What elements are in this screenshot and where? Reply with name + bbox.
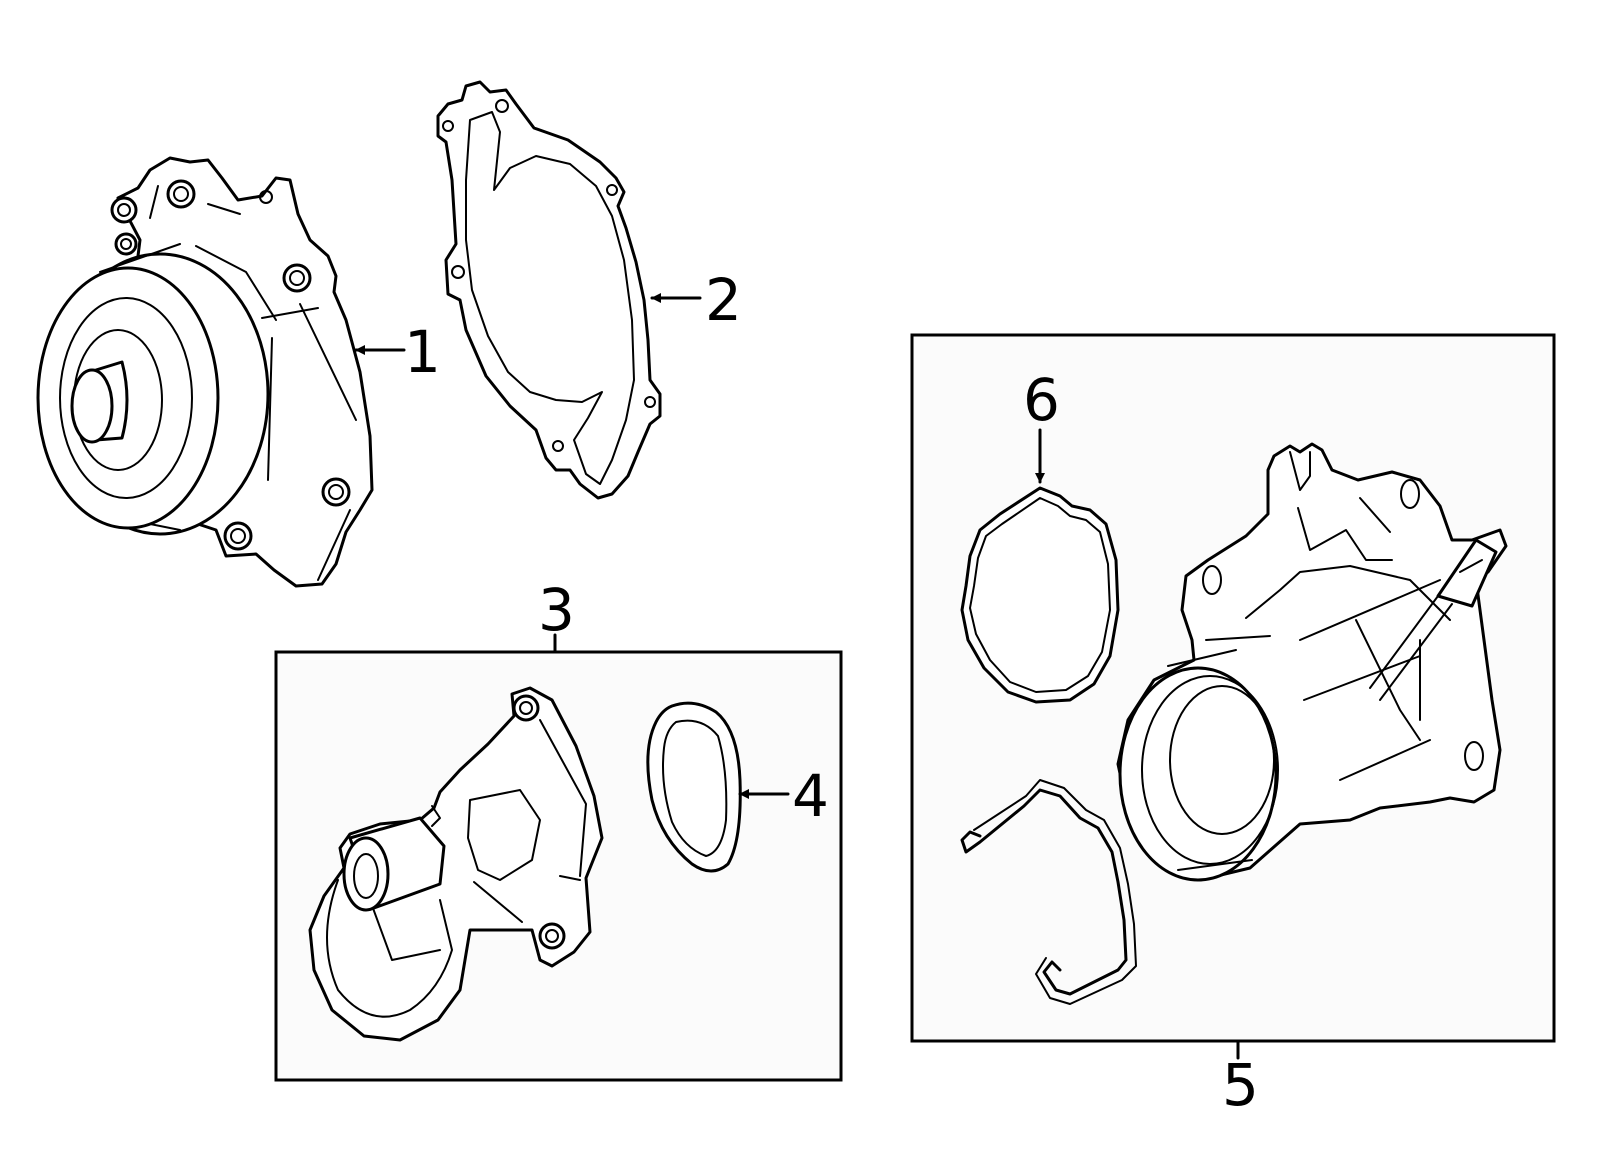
thermostat-housing-part[interactable]: [308, 686, 604, 1042]
callout-2: 2: [705, 266, 742, 334]
thermostat-seal-part[interactable]: [646, 701, 742, 873]
outlet-gasket-part[interactable]: [960, 486, 1120, 704]
pump-gasket-part[interactable]: [436, 80, 662, 500]
callout-6: 6: [1023, 366, 1060, 434]
callout-1: 1: [404, 318, 441, 386]
callout-3: 3: [538, 576, 575, 644]
water-pump-part[interactable]: [36, 156, 374, 588]
retaining-clip[interactable]: [960, 779, 1137, 1005]
callout-4: 4: [792, 762, 829, 830]
callout-5: 5: [1222, 1051, 1259, 1119]
water-outlet-housing-part[interactable]: [1116, 442, 1508, 882]
